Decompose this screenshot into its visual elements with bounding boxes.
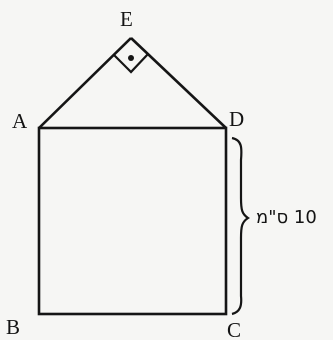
dimension-label: 10 ס"מ — [256, 207, 317, 228]
right-angle-marker-icon — [113, 53, 149, 74]
curly-brace-icon — [231, 136, 250, 316]
label-point-a: A — [12, 109, 28, 133]
right-angle-dot-icon — [128, 55, 134, 61]
label-point-c: C — [227, 318, 241, 340]
label-point-b: B — [6, 315, 20, 339]
segment-ae — [38, 37, 132, 129]
segment-ed — [130, 37, 227, 129]
label-point-d: D — [229, 107, 244, 131]
label-point-e: E — [120, 7, 133, 31]
square-abcd — [37, 126, 228, 316]
